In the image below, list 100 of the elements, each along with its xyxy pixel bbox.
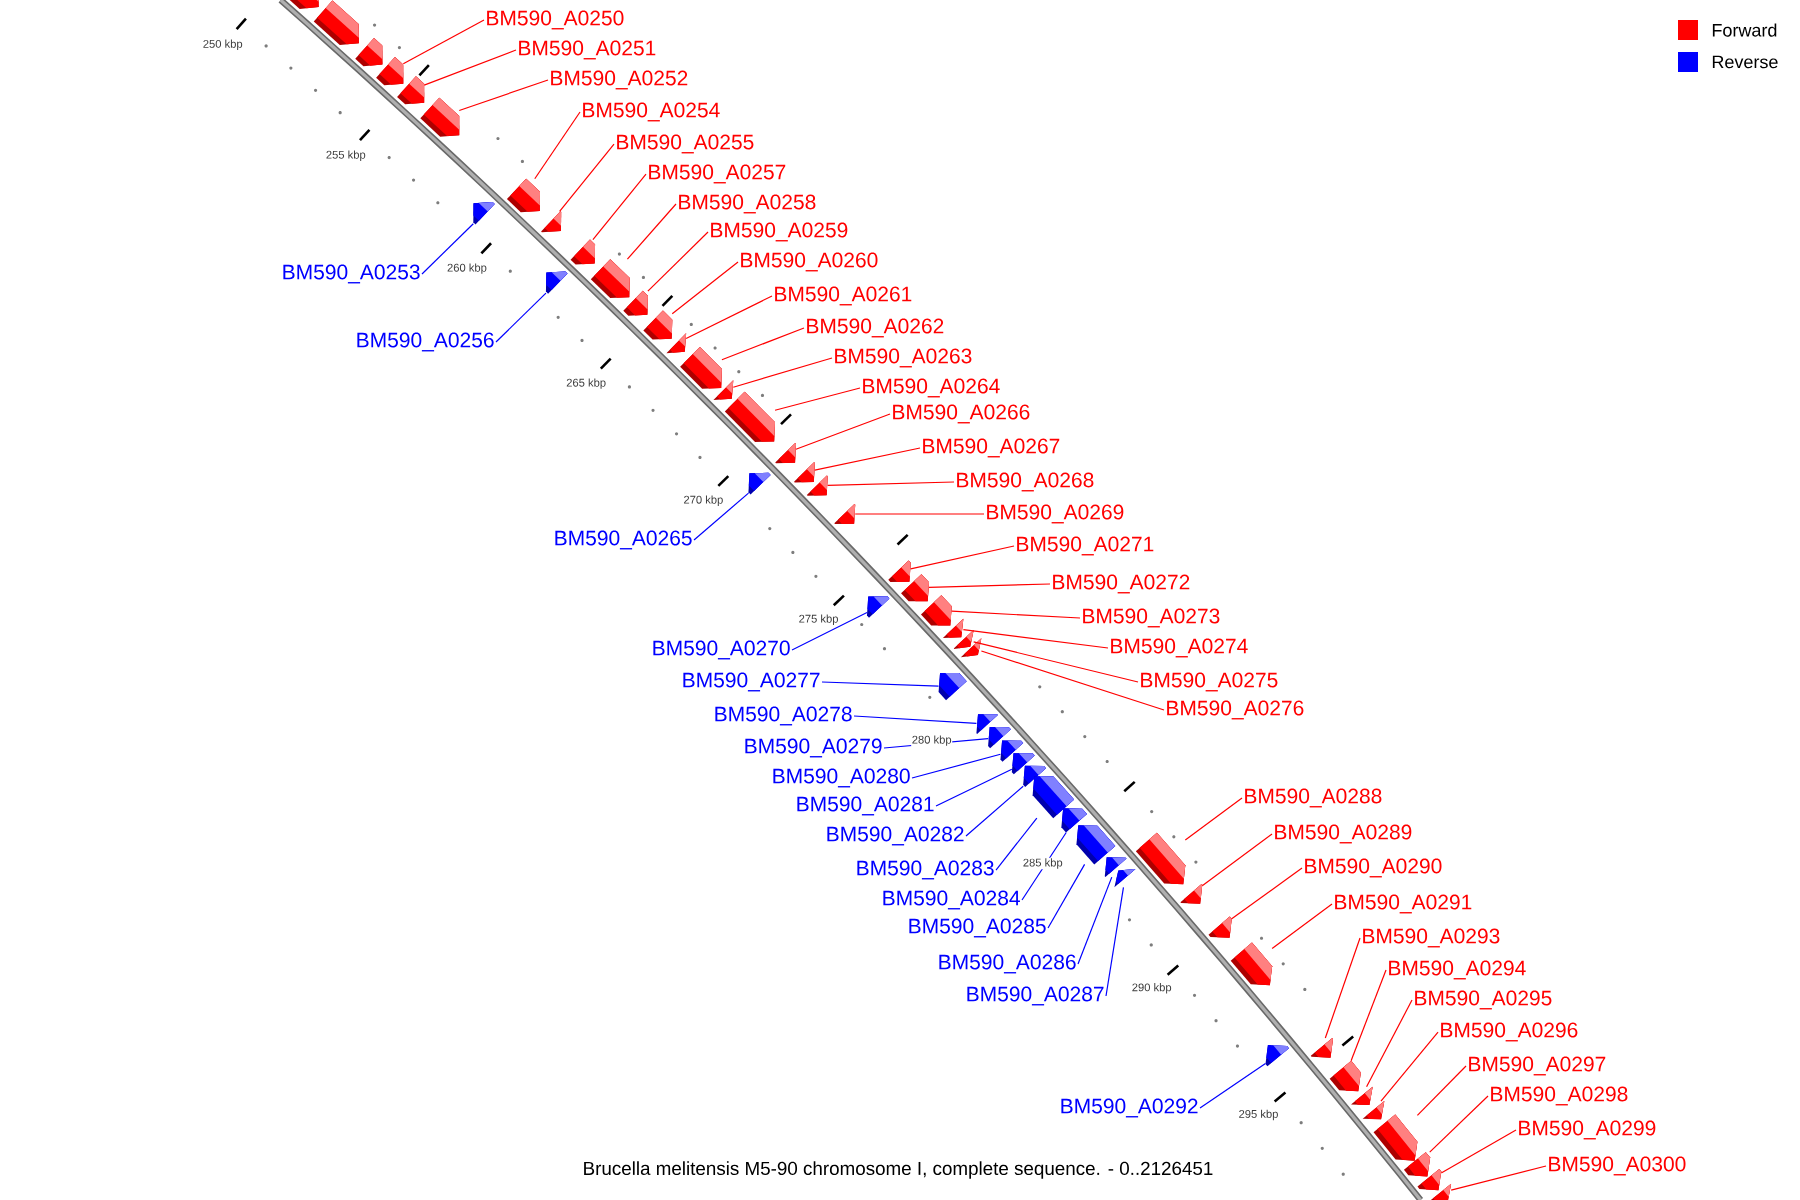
gene-label: BM590_A0250 xyxy=(487,10,624,30)
gene-block xyxy=(1362,1101,1385,1120)
leader-line xyxy=(1416,1065,1467,1116)
leader-line xyxy=(774,387,861,411)
leader-line xyxy=(814,447,921,471)
gene-label: BM590_A0255 xyxy=(617,134,754,154)
leader-line xyxy=(1105,886,1125,997)
gene-block xyxy=(834,503,856,525)
leader-line xyxy=(1440,1129,1517,1174)
gene-label: BM590_A0297 xyxy=(1469,1056,1606,1076)
gene-block xyxy=(938,673,967,701)
gene-label: BM590_A0265 xyxy=(555,530,692,550)
gene-label: BM590_A0278 xyxy=(715,706,852,726)
gene-block xyxy=(666,333,687,354)
leader-line xyxy=(647,231,709,292)
leader-line xyxy=(458,79,549,112)
gene-label: BM590_A0279 xyxy=(745,738,882,758)
gene-block xyxy=(643,310,673,340)
leader-line xyxy=(1201,833,1273,887)
gene-label: BM590_A0259 xyxy=(711,222,848,242)
gene-label: BM590_A0287 xyxy=(967,986,1104,1006)
leader-line xyxy=(854,513,985,515)
leader-line xyxy=(1077,876,1113,965)
gene-label: BM590_A0280 xyxy=(773,768,910,788)
leader-line xyxy=(965,785,1024,837)
gene-label: BM590_A0258 xyxy=(679,194,816,214)
gene-label: BM590_A0282 xyxy=(827,826,964,846)
gene-label: BM590_A0277 xyxy=(683,672,820,692)
leader-line xyxy=(1021,831,1067,901)
leader-line xyxy=(495,292,547,343)
legend-label: Forward xyxy=(1712,23,1777,37)
gene-label: BM590_A0251 xyxy=(519,40,656,60)
gene-label: BM590_A0298 xyxy=(1491,1086,1628,1106)
gene-block xyxy=(942,618,964,638)
gene-block xyxy=(713,380,734,400)
gene-label: BM590_A0284 xyxy=(883,890,1020,910)
leader-line xyxy=(693,492,750,541)
gene-block xyxy=(794,462,815,483)
leader-line xyxy=(732,357,833,388)
gene-block xyxy=(806,475,828,496)
gene-block xyxy=(748,472,771,495)
leader-line xyxy=(534,111,581,180)
gene-block xyxy=(590,259,630,299)
gene-label: BM590_A0252 xyxy=(551,70,688,90)
gene-block xyxy=(1329,1060,1361,1092)
gene-label: BM590_A0281 xyxy=(797,796,934,816)
gene-label: BM590_A0268 xyxy=(957,472,1094,492)
gene-block xyxy=(545,271,568,294)
leader-line xyxy=(1380,1031,1439,1102)
gene-label: BM590_A0256 xyxy=(357,332,494,352)
gene-block xyxy=(285,0,319,9)
gene-block xyxy=(473,202,495,225)
leader-line xyxy=(935,768,1013,807)
leader-line xyxy=(791,612,868,651)
gene-block xyxy=(1417,1169,1442,1191)
leader-line xyxy=(685,295,773,340)
leader-line xyxy=(423,49,517,86)
gene-block xyxy=(867,596,890,618)
gene-label: BM590_A0273 xyxy=(1083,608,1220,628)
leader-line xyxy=(1365,999,1413,1088)
leader-line xyxy=(910,545,1015,570)
leader-line xyxy=(1271,903,1333,950)
gene-label: BM590_A0296 xyxy=(1441,1022,1578,1042)
gene-block xyxy=(775,442,796,464)
gene-label: BM590_A0253 xyxy=(283,264,420,284)
leader-line xyxy=(402,19,485,65)
gene-block xyxy=(1429,1183,1452,1200)
leader-line xyxy=(671,261,739,315)
gene-block xyxy=(953,629,974,649)
gene-label: BM590_A0262 xyxy=(807,318,944,338)
gene-label: BM590_A0286 xyxy=(939,954,1076,974)
leader-line xyxy=(973,641,1139,683)
leader-line xyxy=(592,173,647,241)
gene-block xyxy=(570,239,596,265)
gene-block xyxy=(1135,832,1186,885)
gene-block xyxy=(376,57,404,86)
gene-label: BM590_A0295 xyxy=(1415,990,1552,1010)
gene-label: BM590_A0267 xyxy=(923,438,1060,458)
gene-label: BM590_A0257 xyxy=(649,164,786,184)
gene-block xyxy=(1403,1152,1431,1177)
gene-label: BM590_A0260 xyxy=(741,252,878,272)
gene-block xyxy=(1076,825,1116,865)
gene-block xyxy=(1208,916,1232,938)
leader-line xyxy=(421,223,474,275)
leader-line xyxy=(559,143,615,212)
legend-label: Reverse xyxy=(1712,55,1778,69)
caption: Brucella melitensis M5-90 chromosome I, complete sequence. - 0..2126451 xyxy=(584,1161,1213,1179)
gene-label: BM590_A0261 xyxy=(775,286,912,306)
gene-label: BM590_A0272 xyxy=(1053,574,1190,594)
leader-line xyxy=(1231,867,1303,920)
gene-label: BM590_A0254 xyxy=(583,102,720,122)
gene-label: BM590_A0276 xyxy=(1167,700,1304,720)
gene-label: BM590_A0269 xyxy=(987,504,1124,524)
leader-line xyxy=(1199,1063,1267,1109)
leader-line xyxy=(626,203,677,260)
gene-label: BM590_A0271 xyxy=(1017,536,1154,556)
gene-block xyxy=(1351,1086,1373,1105)
leader-line xyxy=(962,629,1109,649)
gene-label: BM590_A0266 xyxy=(893,404,1030,424)
gene-block xyxy=(920,595,952,626)
